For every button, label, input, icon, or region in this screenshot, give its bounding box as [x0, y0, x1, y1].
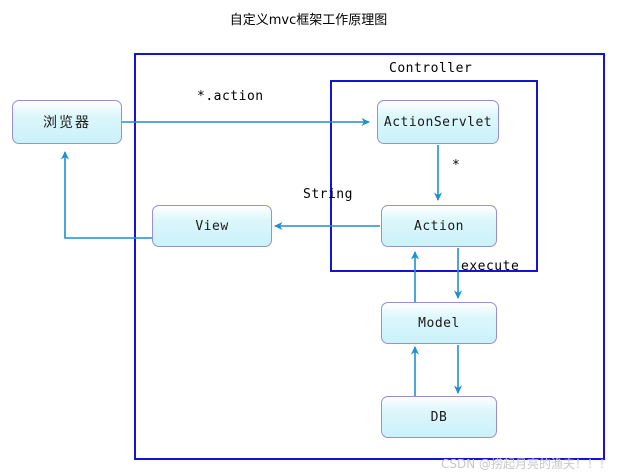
node-db[interactable]: DB	[381, 396, 497, 438]
node-view[interactable]: View	[152, 205, 272, 247]
node-db-label: DB	[430, 409, 448, 425]
controller-group-label: Controller	[389, 61, 473, 76]
edge-label-request: *.action	[197, 89, 264, 104]
node-actionservlet-label: ActionServlet	[383, 114, 493, 130]
watermark: CSDN @捞起月亮的渔夫！！！	[440, 457, 611, 471]
edge-label-string: String	[303, 187, 353, 202]
controller-group-box	[330, 80, 538, 272]
node-actionservlet[interactable]: ActionServlet	[377, 100, 499, 144]
node-browser-label: 浏览器	[43, 115, 91, 131]
node-model[interactable]: Model	[381, 302, 497, 344]
server-boundary-box	[134, 53, 605, 460]
node-model-label: Model	[418, 315, 460, 331]
edge-label-star: *	[452, 158, 461, 173]
node-action-label: Action	[414, 218, 464, 234]
node-view-label: View	[195, 218, 229, 234]
node-browser[interactable]: 浏览器	[12, 100, 122, 144]
node-action[interactable]: Action	[381, 205, 497, 247]
page-title: 自定义mvc框架工作原理图	[229, 13, 388, 28]
edge-label-execute: execute	[461, 259, 520, 274]
